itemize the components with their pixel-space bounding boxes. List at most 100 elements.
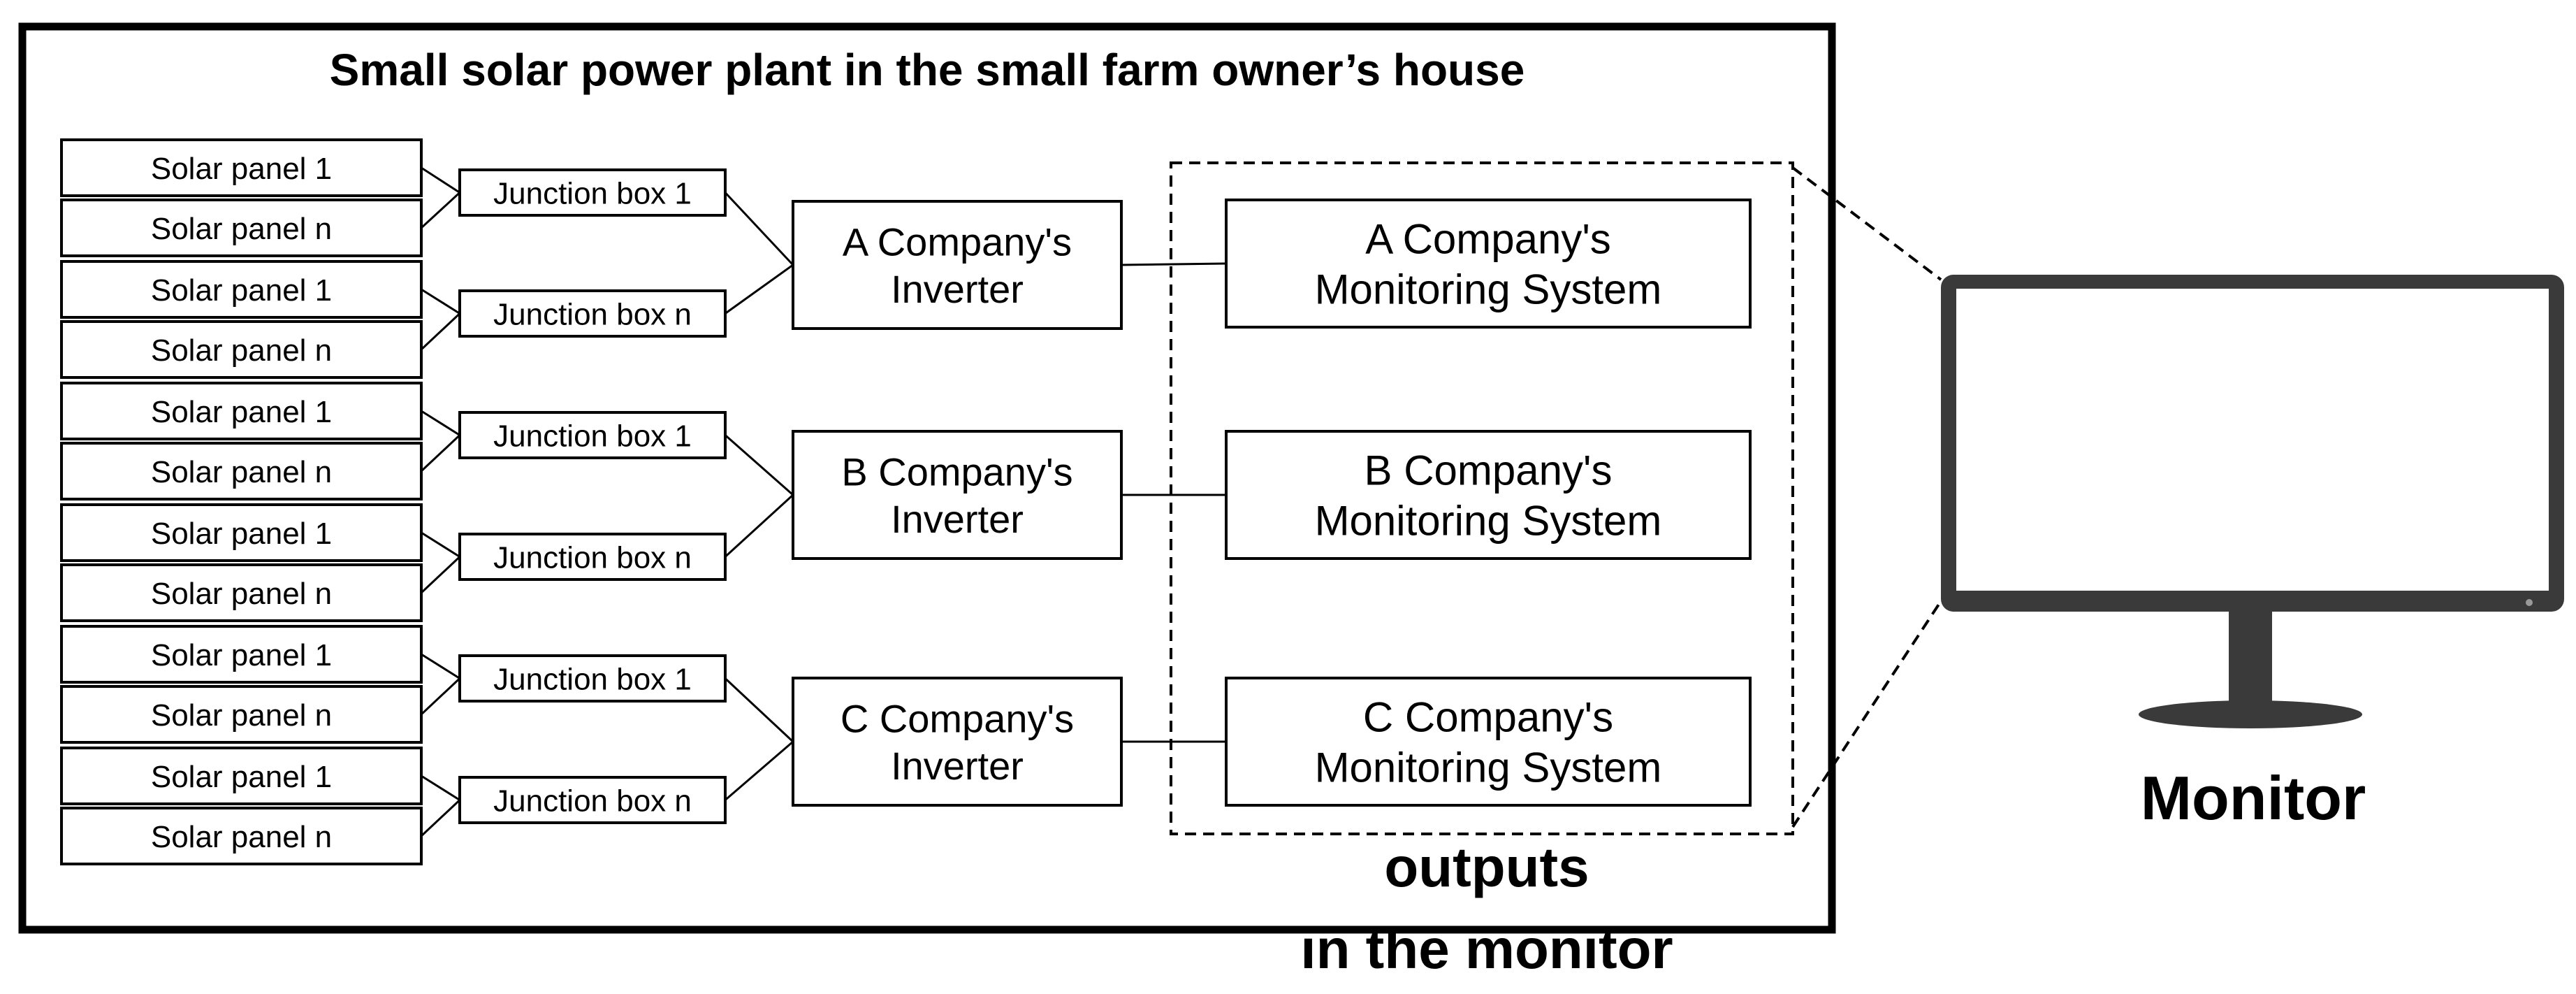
junction-box: Junction box 1 <box>458 411 727 459</box>
junction-to-inverter-line <box>724 192 794 266</box>
junction-box: Junction box 1 <box>458 168 727 217</box>
junction-box: Junction box n <box>458 289 727 338</box>
monitor-neck <box>2229 610 2272 701</box>
plant-title: Small solar power plant in the small far… <box>330 45 1525 95</box>
solar-panel-box-label: Solar panel 1 <box>151 152 332 186</box>
solar-panel-box: Solar panel 1 <box>60 138 423 197</box>
panel-to-junction-line <box>420 556 461 594</box>
zoom-line-top <box>1791 166 1942 281</box>
panel-to-junction-line <box>420 677 461 716</box>
panel-to-junction-line <box>421 166 460 194</box>
panel-to-junction-line <box>421 410 460 436</box>
solar-panel-box-border <box>60 563 423 622</box>
solar-panel-box: Solar panel 1 <box>60 625 423 684</box>
solar-panel-box-label: Solar panel 1 <box>151 273 332 308</box>
solar-panel-box-border <box>60 260 423 319</box>
junction-box-label: Junction box 1 <box>493 176 692 210</box>
monitor-icon <box>1941 275 2564 728</box>
junction-box-border <box>458 533 727 581</box>
junction-box-label: Junction box n <box>493 784 692 818</box>
junction-box-label: Junction box 1 <box>493 662 692 696</box>
connector-lines <box>420 166 1227 837</box>
panel-to-junction-line <box>421 531 460 558</box>
solar-panel-box: Solar panel 1 <box>60 503 423 562</box>
junction-box-border <box>458 289 727 338</box>
solar-panel-box-border <box>60 382 423 440</box>
solar-panel-box-border <box>60 320 423 379</box>
panel-to-junction-line <box>421 288 460 315</box>
panel-to-junction-line <box>421 653 460 679</box>
junction-box: Junction box n <box>458 533 727 581</box>
inverter-box-border <box>792 430 1123 560</box>
inverter-box-label: C Company's <box>841 697 1074 741</box>
solar-panel-box: Solar panel n <box>60 563 423 622</box>
monitoring-system-box-label: A Company's <box>1365 216 1611 263</box>
outputs-region <box>1170 161 1794 835</box>
solar-panel-box: Solar panel n <box>60 807 423 865</box>
solar-panel-box-label: Solar panel n <box>151 820 332 854</box>
inverter-box-label: A Company's <box>843 220 1072 264</box>
junction-to-inverter-line <box>724 677 794 743</box>
solar-panel-box-border <box>60 503 423 562</box>
junction-box-border <box>458 776 727 824</box>
junction-to-inverter-line <box>725 434 794 496</box>
solar-panel-box-label: Solar panel 1 <box>151 395 332 429</box>
junction-box-label: Junction box n <box>493 297 692 331</box>
monitoring-system-box-label: Monitoring System <box>1315 266 1662 313</box>
monitor-power-dot <box>2526 599 2533 606</box>
solar-panel-box-border <box>60 138 423 197</box>
inverter-to-monitoring-line <box>1121 262 1227 266</box>
solar-panel-box-border <box>60 747 423 805</box>
solar-panel-box: Solar panel n <box>60 685 423 744</box>
junction-box: Junction box 1 <box>458 654 727 703</box>
solar-panel-box-border <box>60 685 423 744</box>
solar-panel-box: Solar panel 1 <box>60 747 423 805</box>
solar-panel-box: Solar panel n <box>60 320 423 379</box>
junction-box-label: Junction box 1 <box>493 419 692 453</box>
solar-panel-box-label: Solar panel 1 <box>151 638 332 672</box>
monitoring-system-box-label: C Company's <box>1363 694 1613 741</box>
inverter-box-label: Inverter <box>891 267 1024 311</box>
panel-to-junction-line <box>420 799 461 837</box>
solar-panel-box-label: Solar panel 1 <box>151 760 332 794</box>
solar-panel-box-border <box>60 625 423 684</box>
inverter-box-border <box>792 677 1123 807</box>
inverter-box-label: B Company's <box>841 450 1072 494</box>
monitoring-system-box-label: Monitoring System <box>1315 744 1662 791</box>
inverter-box-label: Inverter <box>891 744 1024 788</box>
monitor-screen <box>1956 289 2549 591</box>
junction-to-inverter-line <box>725 264 794 315</box>
inverter-box-border <box>792 200 1123 330</box>
solar-panel-box: Solar panel n <box>60 199 423 257</box>
solar-panel-box-label: Solar panel n <box>151 698 332 733</box>
junction-to-inverter-line <box>724 494 794 558</box>
monitoring-system-box-border <box>1225 430 1752 560</box>
monitoring-system-box-label: B Company's <box>1365 447 1613 494</box>
solar-panel-box-label: Solar panel 1 <box>151 517 332 551</box>
solar-panel-box-label: Solar panel n <box>151 212 332 246</box>
junction-box: Junction box n <box>458 776 727 824</box>
monitoring-system-box-border <box>1225 677 1752 807</box>
panel-to-junction-line <box>420 434 461 473</box>
solar-panel-box-border <box>60 199 423 257</box>
panel-to-junction-line <box>421 775 460 801</box>
solar-panel-box-border <box>60 807 423 865</box>
inverter-box-label: Inverter <box>891 497 1024 541</box>
junction-box-label: Junction box n <box>493 540 692 575</box>
monitoring-system-box-border <box>1225 199 1752 329</box>
solar-panel-box: Solar panel 1 <box>60 382 423 440</box>
monitoring-system-box-label: Monitoring System <box>1315 498 1662 545</box>
monitor-stand <box>2139 700 2362 728</box>
solar-panel-box-label: Solar panel n <box>151 577 332 611</box>
solar-panel-box: Solar panel 1 <box>60 260 423 319</box>
monitor-label: Monitor <box>2141 763 2366 833</box>
zoom-line-bottom <box>1791 600 1942 828</box>
panel-to-junction-line <box>420 312 461 351</box>
junction-box-border <box>458 411 727 459</box>
solar-panel-box-label: Solar panel n <box>151 333 332 368</box>
